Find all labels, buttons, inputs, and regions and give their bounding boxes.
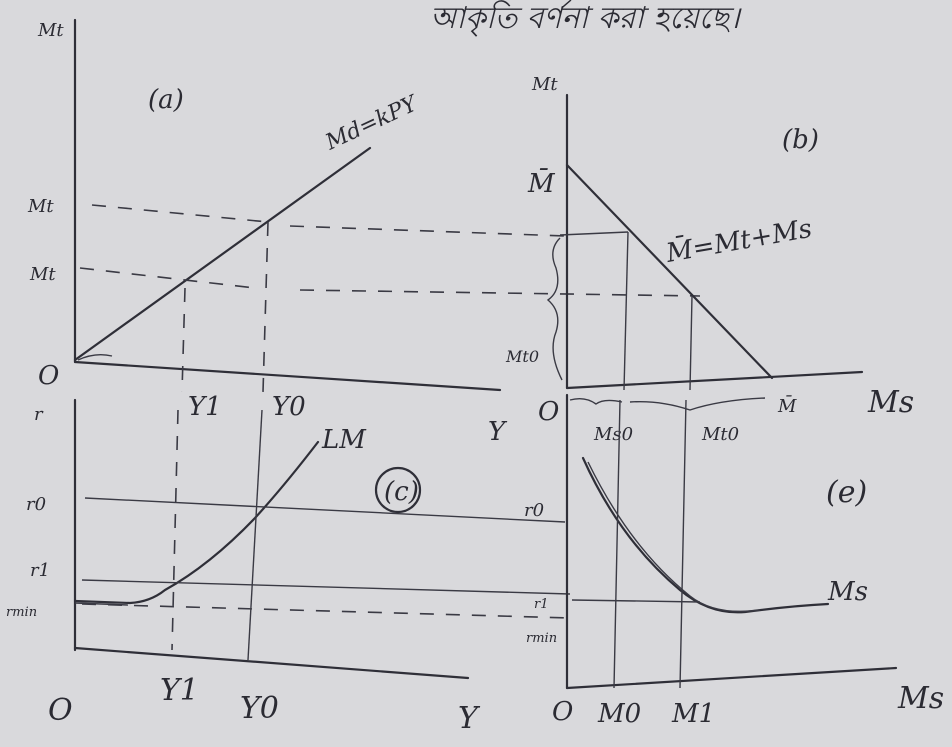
panel-a-dash-y0 [262,221,269,393]
panel-b-v-mt0 [689,295,693,391]
panel-e-y-tick-rmin: rmin [526,631,557,646]
panel-a-origin: O [38,361,59,391]
panel-e-curve-label: Ms [827,577,868,607]
panel-e-tag: (e) [826,475,867,510]
panel-b-x-tick-ms0: Ms0 [593,424,633,445]
panel-a-x-tick-y0: Y0 [272,392,306,422]
panel-b-y-intercept: M̄ [527,167,556,199]
panel-a-dash-upper [91,204,269,223]
panel-e-x-tick-m1: M1 [671,699,715,729]
panel-a: Mt (a) Md=kPY Mt Mt O Y1 Y0 Y [27,18,508,447]
panel-e-y-tick-r0: r0 [524,500,544,521]
panel-c-origin: O [48,693,73,728]
panel-b-h-upper [559,231,629,236]
panel-e-x-tick-m0: M0 [597,699,641,729]
panel-b-brace-ms0 [569,397,623,405]
panel-b-x-axis [565,370,864,390]
panel-a-demand-line [73,146,372,362]
panel-a-tag: (a) [148,85,184,115]
panel-c-curve-label: LM [321,425,367,455]
panel-b-budget-line [565,163,774,380]
panel-e-r1-line [571,599,701,603]
panel-c-rmin-line [81,603,571,619]
panel-b-brace-label: Mt0 [505,347,539,366]
panel-a-y-tick-lower: Mt [29,264,56,285]
panel-b-tag: (b) [782,125,819,155]
panel-c-r0-line [84,497,566,523]
link-dash-lower [299,289,701,297]
panel-a-origin-hook [77,353,113,361]
panel-c-y-tick-r0: r0 [26,494,46,515]
header-script: আকৃতি বর্ণনা করা হয়েছে। [430,0,742,37]
panel-e-x-axis-label: Ms [897,681,944,716]
panel-b-line-label: M̄=Mt+Ms [663,212,814,269]
panel-c-r1-line [81,579,571,595]
panel-c-tag: (c) [384,477,419,507]
panel-e-ms-curve [581,456,830,614]
panel-e-v-m1 [679,399,687,689]
panel-a-x-tick-y1: Y1 [188,392,222,422]
panel-b-brace-mt0 [629,397,766,411]
panel-e: (e) r0 r1 rmin Ms O M0 M1 Ms [524,393,944,729]
panel-a-x-axis [73,360,502,392]
panel-b-y-axis-label: Mt [531,74,558,95]
panel-e-x-axis [565,666,898,690]
panel-b-x-axis-label: Ms [867,385,914,420]
panel-c-lm-curve [73,440,320,605]
panel-e-origin: O [552,697,573,727]
panel-a-dash-lower [79,267,256,289]
panel-c: r LM (c) r0 r1 rmin O Y1 Y0 Y [6,398,571,736]
panel-c-tag-circle [374,466,422,514]
panel-b-brace-y [546,237,563,381]
panel-e-y-tick-r1: r1 [534,597,549,612]
panel-c-x-tick-y0: Y0 [240,691,279,726]
panel-e-ms-curve-trace [587,461,761,613]
panel-a-y-tick-upper: Mt [27,196,54,217]
panel-a-line-label: Md=kPY [321,90,423,155]
panel-b-v-ms0 [623,231,629,391]
panel-c-y-tick-r1: r1 [30,560,50,581]
panel-b: Mt (b) M̄ M̄=Mt+Ms Mt0 O Ms0 Mt0 M̄ Ms [505,74,914,445]
panel-c-x-axis-label: Y [458,701,481,736]
panel-a-dash-y1 [181,287,186,393]
link-dash-upper [289,225,566,237]
panel-c-y-axis-label: r [34,404,44,425]
panel-a-x-axis-label: Y [488,417,508,447]
panel-b-origin: O [538,397,559,427]
panel-a-y-axis-label: Mt [37,20,64,41]
panel-e-v-m0 [613,399,621,689]
panel-b-x-intercept: M̄ [777,394,797,417]
panel-c-x-tick-y1: Y1 [160,673,199,708]
panel-b-x-tick-mt0: Mt0 [701,424,739,445]
panel-c-v-y0 [247,409,263,661]
panel-c-v-y1 [171,409,179,651]
panel-c-x-axis [73,646,470,680]
panel-c-y-tick-rmin: rmin [6,605,37,620]
